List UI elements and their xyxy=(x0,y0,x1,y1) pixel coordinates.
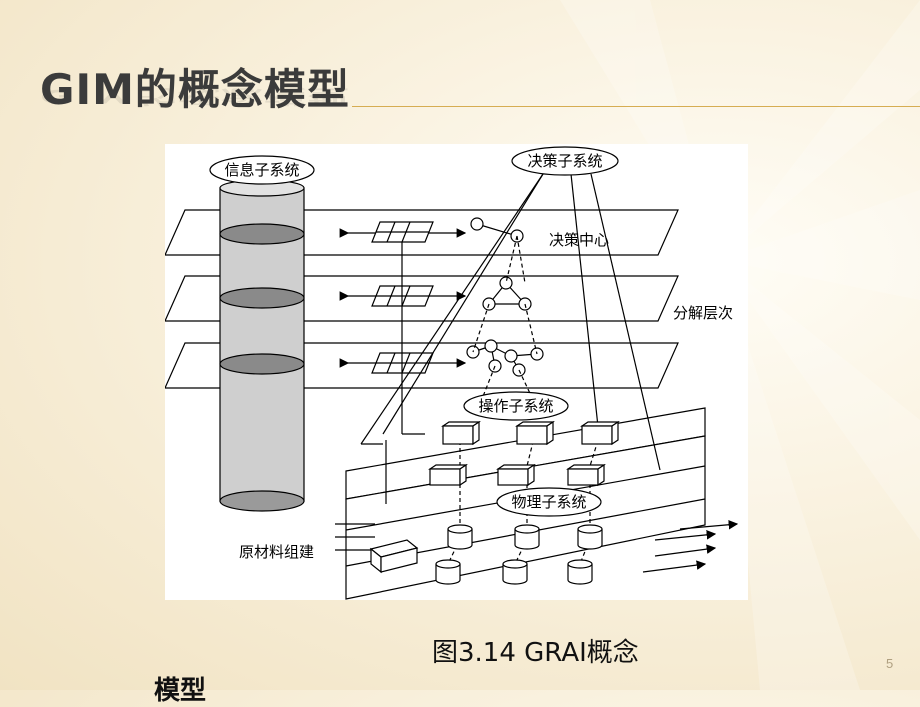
slide-title-reflection: GIM的概念模型 xyxy=(40,85,350,108)
title-rule xyxy=(352,106,920,107)
input-flows xyxy=(335,523,375,551)
info-subsystem-ellipse xyxy=(209,155,315,185)
info-subsystem-label: 信息子系统 xyxy=(224,161,299,179)
grai-diagram: 信息子系统 决策子系统 决策中心 分解层次 操作子系统 物理子系统 原材料组建 xyxy=(164,146,739,600)
raw-materials-label: 原材料组建 xyxy=(239,543,314,561)
figure-caption: 图3.14 GRAI概念 xyxy=(432,638,639,668)
decision-subsystem-ellipse xyxy=(511,146,619,176)
decision-subsystem-label: 决策子系统 xyxy=(527,152,602,170)
slide-title: GIM的概念模型 xyxy=(40,65,350,114)
operation-subsystem-label: 操作子系统 xyxy=(478,397,553,415)
decomposition-levels-label: 分解层次 xyxy=(673,304,733,322)
operation-subsystem-ellipse xyxy=(463,391,569,421)
physical-subsystem-ellipse xyxy=(496,487,602,517)
page-number: 5 xyxy=(886,656,894,671)
grai-figure: 信息子系统 决策子系统 决策中心 分解层次 操作子系统 物理子系统 原材料组建 xyxy=(164,144,748,600)
physical-cans xyxy=(435,524,603,585)
output-flows xyxy=(642,519,739,573)
info-cylinder xyxy=(219,179,305,512)
decision-center-label: 决策中心 xyxy=(549,231,609,249)
raw-material-block xyxy=(369,539,419,574)
decision-cone xyxy=(360,173,661,471)
figure-caption-continued: 模型 xyxy=(154,676,207,706)
physical-subsystem-label: 物理子系统 xyxy=(511,493,586,511)
operation-boxes xyxy=(428,420,620,487)
decision-nodes xyxy=(466,217,544,377)
level-grids xyxy=(371,221,434,374)
